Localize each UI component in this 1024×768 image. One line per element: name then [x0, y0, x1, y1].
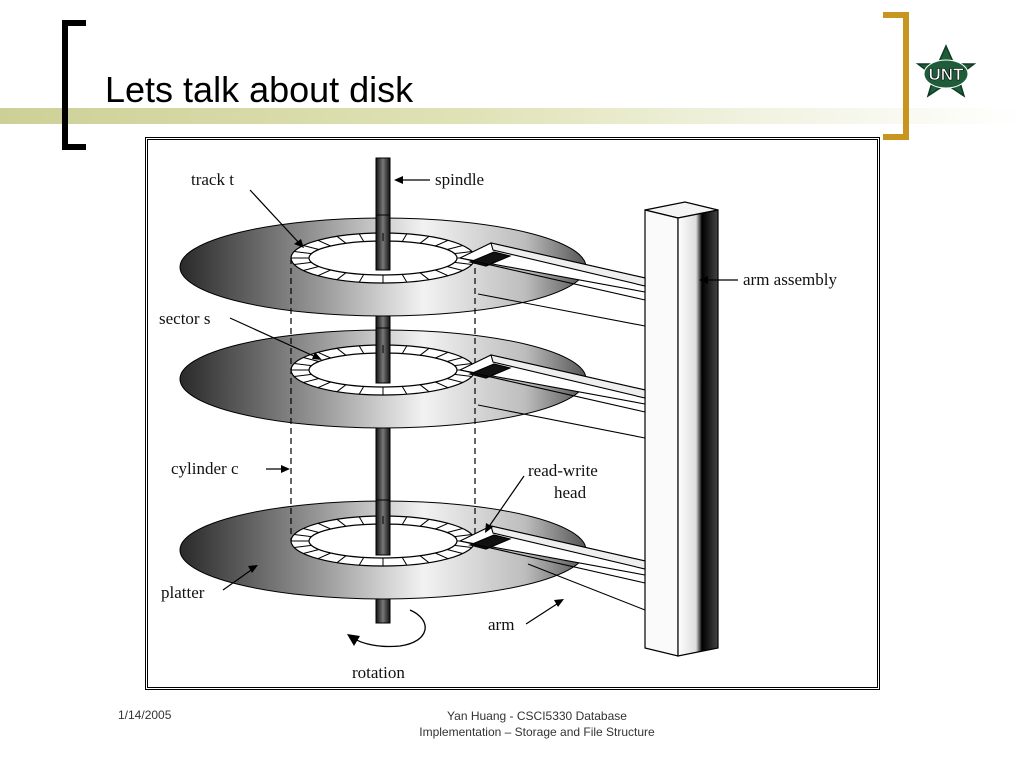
sector-tick	[358, 345, 365, 354]
sector-tick	[435, 269, 449, 277]
footer-line-2: Implementation – Storage and File Struct…	[419, 725, 655, 739]
sector-tick	[336, 518, 347, 527]
sector-tick	[358, 557, 365, 566]
sector-tick	[294, 251, 312, 255]
disk-diagram-svg: track t spindle arm assembly sector s cy…	[159, 157, 837, 682]
sector-tick	[303, 549, 320, 554]
label-sector: sector s	[159, 309, 210, 328]
sector-tick	[401, 345, 408, 354]
sector-tick	[336, 272, 347, 281]
sector-tick	[401, 516, 408, 525]
sector-tick	[294, 534, 312, 538]
footer-line-1: Yan Huang - CSCI5330 Database	[447, 709, 627, 723]
sector-tick	[454, 534, 472, 538]
sector-tick	[336, 235, 347, 244]
sector-tick	[446, 245, 463, 250]
sector-tick	[401, 274, 408, 283]
arm-middle	[458, 354, 646, 439]
sector-tick	[454, 373, 472, 377]
sector-tick	[317, 239, 331, 247]
sector-tick	[454, 363, 472, 367]
label-arm-assembly: arm assembly	[743, 270, 837, 289]
sector-tick	[446, 357, 463, 362]
sector-tick	[435, 522, 449, 530]
sector-tick	[419, 518, 430, 527]
sector-tick	[435, 239, 449, 247]
svg-text:UNT: UNT	[929, 65, 965, 84]
footer-date: 1/14/2005	[118, 708, 172, 722]
sector-tick	[446, 528, 463, 533]
rotation-arrowhead	[347, 634, 360, 646]
sector-tick	[358, 516, 365, 525]
sector-tick	[303, 378, 320, 383]
sector-tick	[303, 245, 320, 250]
sector-tick	[303, 528, 320, 533]
label-leader-lines	[222, 179, 738, 625]
rotation-arrow	[352, 609, 426, 648]
label-read-write-line1: read-write	[528, 461, 598, 480]
sector-tick	[303, 357, 320, 362]
sector-tick	[294, 261, 312, 265]
label-track: track t	[191, 170, 234, 189]
sector-tick	[358, 274, 365, 283]
label-rotation: rotation	[352, 663, 405, 682]
sector-tick	[317, 269, 331, 277]
sector-tick	[419, 347, 430, 356]
arm-assembly-column	[644, 201, 719, 657]
sector-tick	[358, 386, 365, 395]
label-spindle: spindle	[435, 170, 484, 189]
sector-tick	[446, 266, 463, 271]
sector-tick	[294, 544, 312, 548]
sector-tick	[317, 552, 331, 560]
sector-tick	[419, 384, 430, 393]
platter-middle	[179, 327, 587, 429]
sector-tick	[435, 552, 449, 560]
sector-tick	[303, 266, 320, 271]
sector-tick	[317, 381, 331, 389]
platter-top	[179, 214, 587, 317]
sector-tick	[419, 235, 430, 244]
footer-course-info: Yan Huang - CSCI5330 Database Implementa…	[362, 708, 712, 740]
cylinder-dashed-lines	[290, 258, 476, 541]
right-bracket-decoration	[883, 12, 909, 140]
arm-bottom	[458, 525, 646, 611]
sector-tick	[401, 386, 408, 395]
sector-tick	[446, 549, 463, 554]
label-platter: platter	[161, 583, 205, 602]
arm-top	[458, 242, 646, 327]
label-cylinder: cylinder c	[171, 459, 239, 478]
sector-tick	[419, 272, 430, 281]
sector-tick	[419, 555, 430, 564]
sector-tick	[401, 557, 408, 566]
sector-tick	[358, 233, 365, 242]
sector-tick	[317, 522, 331, 530]
sector-tick	[435, 351, 449, 359]
sector-tick-marks	[291, 233, 475, 566]
sector-tick	[336, 384, 347, 393]
label-arm: arm	[488, 615, 514, 634]
sector-tick	[336, 347, 347, 356]
left-bracket-decoration	[62, 20, 86, 150]
unt-logo-icon: UNT	[915, 44, 977, 98]
sector-tick	[317, 351, 331, 359]
sector-tick	[401, 233, 408, 242]
sector-tick	[446, 378, 463, 383]
sector-tick	[454, 544, 472, 548]
sector-tick	[454, 251, 472, 255]
sector-tick	[454, 261, 472, 265]
sector-tick	[294, 363, 312, 367]
slide-title: Lets talk about disk	[105, 69, 414, 110]
label-read-write-line2: head	[554, 483, 587, 502]
sector-tick	[336, 555, 347, 564]
sector-tick	[294, 373, 312, 377]
sector-tick	[435, 381, 449, 389]
title-accent-bar	[0, 108, 1024, 124]
disk-diagram: track t spindle arm assembly sector s cy…	[145, 137, 880, 690]
label-arrowheads	[248, 176, 708, 607]
